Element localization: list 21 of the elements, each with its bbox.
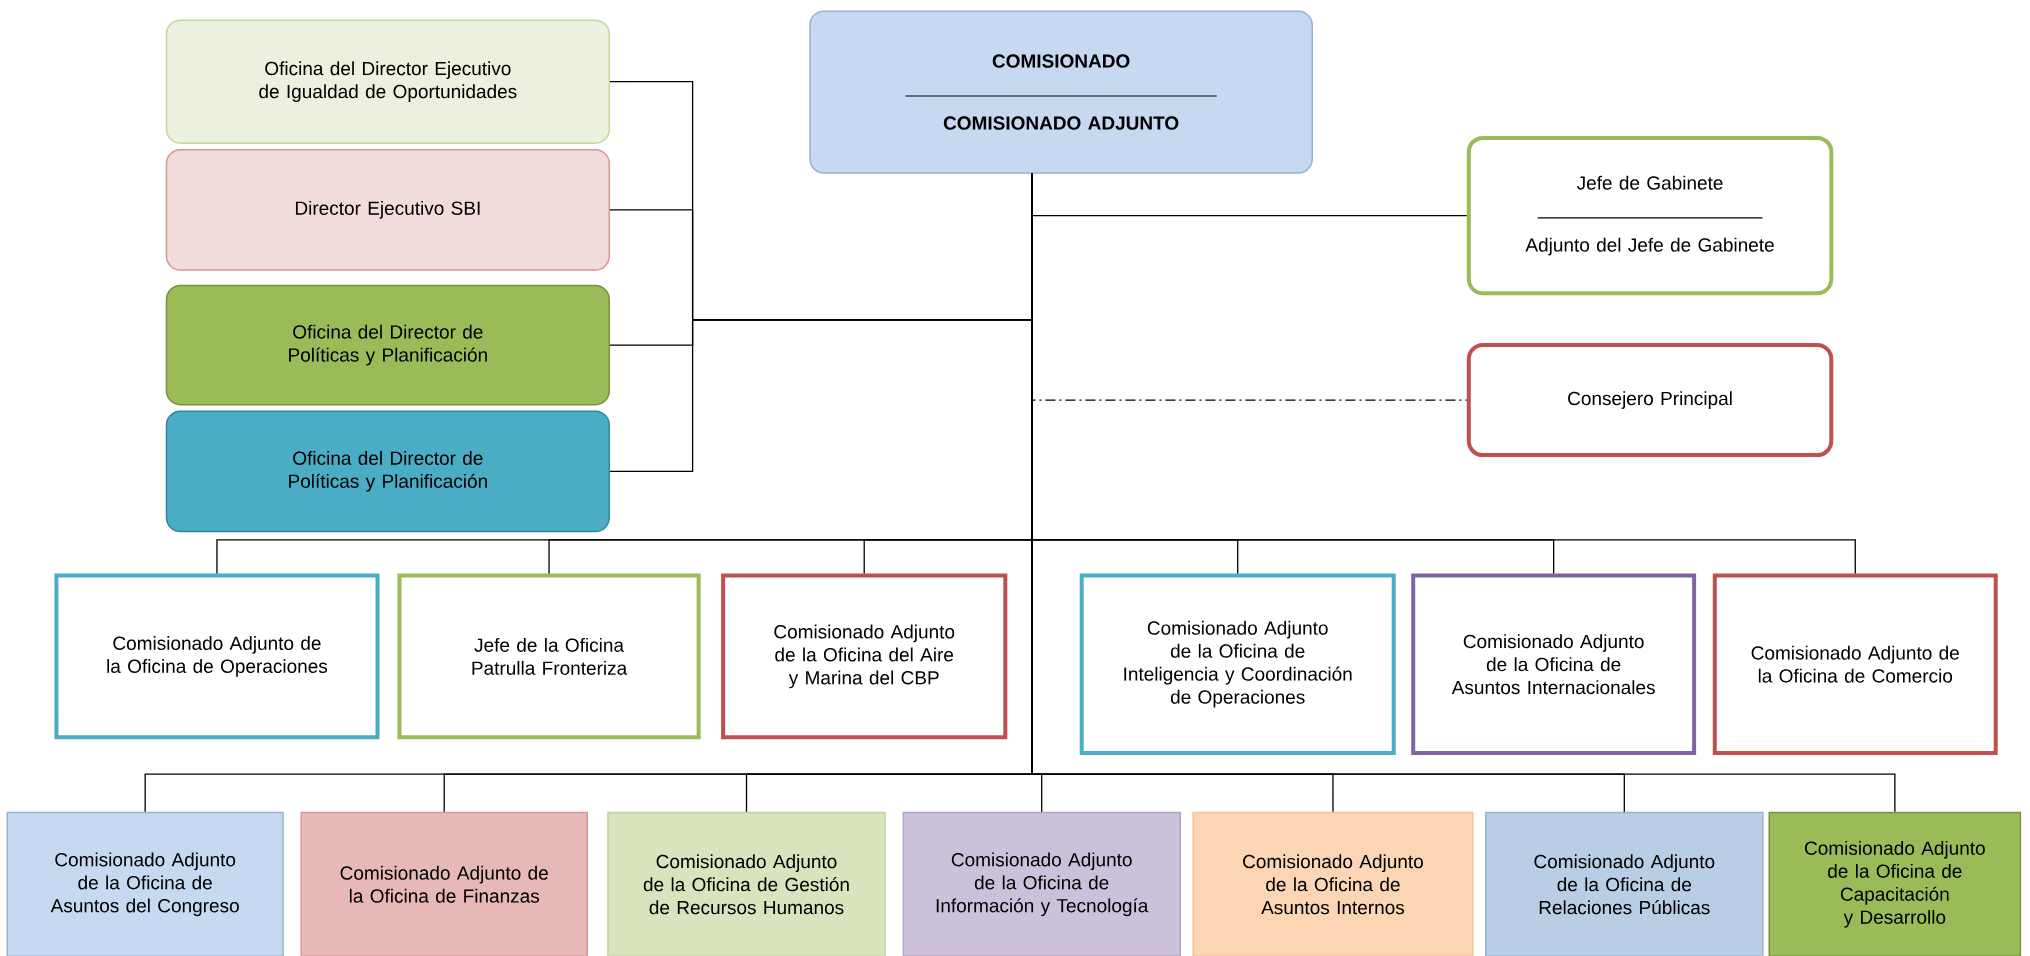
office-box: Comisionado Adjunto de la Oficina de Relaciones Públicas	[1485, 811, 1764, 956]
office-box: Comisionado Adjunto de la Oficina de Asuntos Internacionales	[1411, 573, 1697, 755]
office-box: Comisionado Adjunto de la Oficina de Gestión de Recursos Humanos	[607, 811, 886, 956]
chief-of-staff-box: Jefe de Gabinete Adjunto del Jefe de Gabinete	[1466, 135, 1834, 296]
office-box: Oficina del Director Ejecutivo de Igualdad de Oportunidades	[165, 19, 610, 144]
office-box: Comisionado Adjunto de la Oficina de Asuntos Internos	[1192, 811, 1474, 956]
office-box: Director Ejecutivo SBI	[165, 148, 610, 271]
connector-line	[1031, 173, 1896, 813]
office-box: Comisionado Adjunto de la Oficina de Inteligencia y Coordinación de Operaciones	[1079, 573, 1396, 755]
office-box: Comisionado Adjunto de la Oficina de Información y Tecnología	[902, 811, 1181, 956]
counsel-box: Consejero Principal	[1466, 343, 1834, 458]
office-box: Jefe de la Oficina Patrulla Fronteriza	[397, 573, 701, 740]
office-box: Comisionado Adjunto de la Oficina de Asuntos del Congreso	[6, 811, 284, 956]
office-box: Comisionado Adjunto de la Oficina de Comercio	[1712, 573, 1998, 755]
commissioner-box: COMISIONADO COMISIONADO ADJUNTO	[809, 10, 1313, 174]
office-box: Comisionado Adjunto de la Oficina del Aire y Marina del CBP	[721, 573, 1008, 740]
office-box: Oficina del Director de Políticas y Planificación	[165, 410, 610, 533]
office-box: Comisionado Adjunto de la Oficina de Capacitación y Desarrollo	[1768, 811, 2022, 956]
office-box: Oficina del Director de Políticas y Planificación	[165, 284, 610, 406]
office-box: Comisionado Adjunto de la Oficina de Finanzas	[300, 811, 588, 956]
office-box: Comisionado Adjunto de la Oficina de Operaciones	[54, 573, 380, 740]
